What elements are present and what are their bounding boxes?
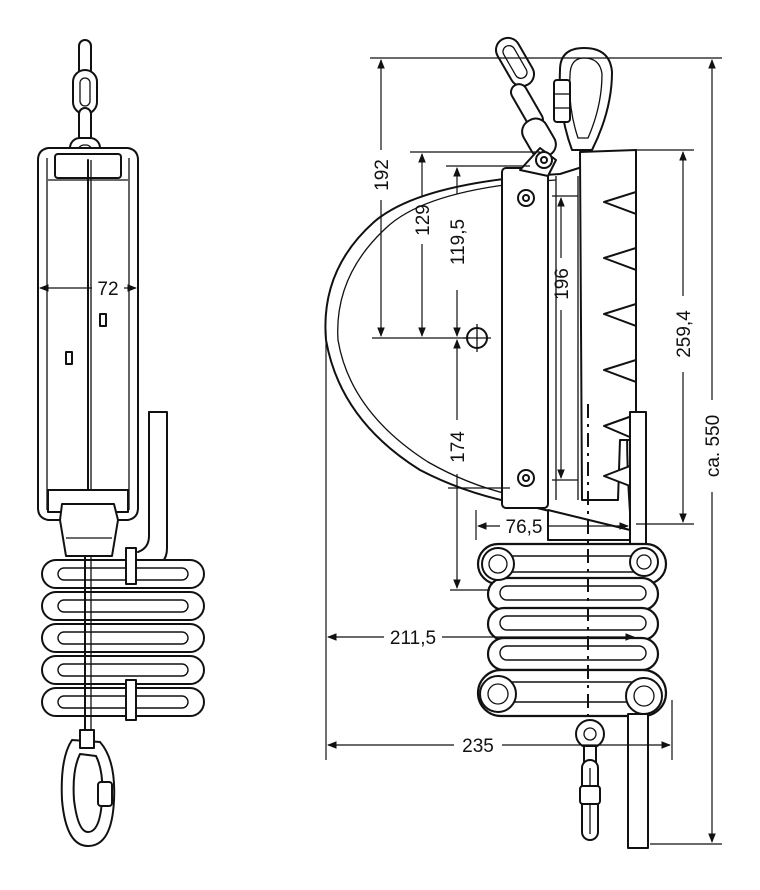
dim-129-label: 129 xyxy=(413,204,434,236)
side-housing xyxy=(324,147,637,541)
dim-211-5-label: 211,5 xyxy=(390,628,436,649)
front-hose xyxy=(41,411,205,721)
dim-72-label: 72 xyxy=(97,279,118,300)
dim-119-5-label: 119,5 xyxy=(448,219,469,265)
front-hook xyxy=(60,555,116,847)
dim-174-label: 174 xyxy=(448,431,469,463)
dim-76-5-label: 76,5 xyxy=(506,517,543,538)
dim-259-4-label: 259,4 xyxy=(674,310,695,358)
dim-550-label: ca. 550 xyxy=(703,415,724,477)
side-carabiner xyxy=(553,47,613,151)
front-housing xyxy=(37,147,139,557)
dim-196-label: 196 xyxy=(552,268,573,300)
dim-192-label: 192 xyxy=(372,159,393,191)
front-view xyxy=(37,39,205,847)
side-hose xyxy=(476,404,668,849)
side-chain xyxy=(495,36,557,159)
dimension-labels: 72 192 129 119,5 174 196 259,4 ca. 550 7… xyxy=(97,159,724,757)
side-view xyxy=(324,36,668,849)
dimension-lines xyxy=(39,57,722,845)
side-hook xyxy=(575,719,605,841)
dim-235-label: 235 xyxy=(462,736,494,757)
